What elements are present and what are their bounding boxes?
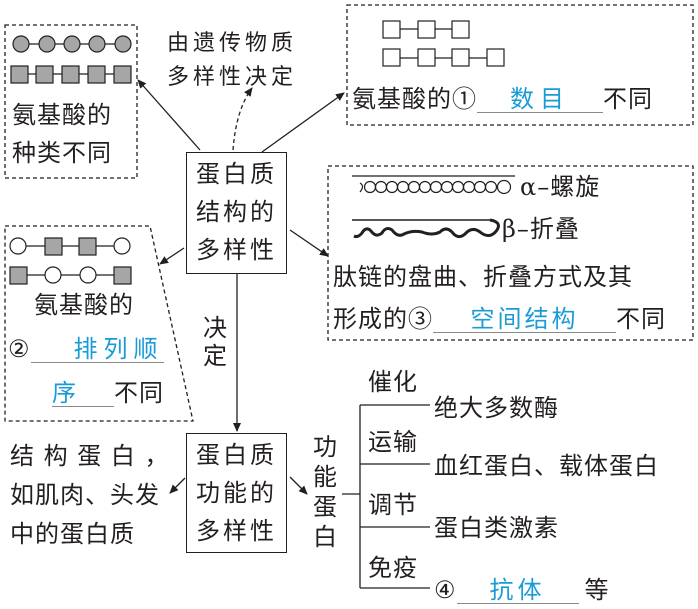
answer-2-part-1: 排列顺 (73, 335, 164, 363)
fp-char-4: 白 (313, 523, 337, 551)
function-example-regulation: 蛋白类激素 (434, 514, 559, 542)
structural-line-2: 如肌肉、头发 (10, 481, 160, 509)
decides-label: 决 定 (202, 314, 228, 370)
spatial-line-2: 形成的③ 空间结构 不同 (333, 304, 666, 334)
kind-line-1: 氨基酸的 (12, 101, 112, 129)
answer-1: 数目 (510, 85, 570, 113)
arrow-to-structural-protein (169, 477, 186, 494)
alpha-helix-label: α–螺旋 (520, 173, 601, 201)
arrow-to-number (261, 92, 345, 153)
arrow-to-order (159, 247, 185, 265)
function-name-transport: 运输 (368, 428, 418, 456)
decides-char-2: 定 (203, 342, 227, 370)
answer-blank-4: 抗体 (456, 576, 579, 604)
decides-char-1: 决 (203, 314, 227, 342)
kind-square-chain (10, 65, 132, 84)
function-line-3: 多样性 (196, 517, 277, 545)
genetic-note-line-1: 由遗传物质 (167, 31, 298, 56)
structure-line-3: 多样性 (196, 236, 277, 264)
arrow-to-kind (137, 79, 201, 151)
order-marker: ② (8, 335, 31, 363)
answer-blank-2a: 排列顺 (30, 335, 164, 363)
kind-line-2: 种类不同 (12, 139, 112, 167)
fp-char-1: 功 (313, 433, 337, 461)
number-chain-4 (382, 48, 505, 67)
number-box-text: 氨基酸的① 数目 不同 (352, 84, 653, 114)
arrow-to-spatial (289, 229, 329, 257)
arrow-genetic-dashed (232, 87, 253, 151)
function-name-immunity: 免疫 (368, 554, 418, 582)
order-suffix: 不同 (114, 379, 164, 407)
answer-4: 抗体 (489, 576, 546, 604)
answer-blank-2b: 序 (52, 380, 114, 407)
order-chain-2 (9, 266, 132, 285)
structure-line-1: 蛋白质 (196, 160, 277, 188)
function-line-2: 功能的 (196, 479, 277, 507)
function-name-catalysis: 催化 (368, 368, 418, 396)
immunity-marker: ④ (434, 576, 457, 604)
structural-line-3: 中的蛋白质 (10, 520, 135, 548)
answer-2-part-2: 序 (52, 379, 77, 407)
order-line-2: ② 排列顺 (8, 334, 164, 364)
structural-line-1: 结 构 蛋 白 ， (10, 442, 170, 470)
beta-sheet-label: β–折叠 (502, 215, 580, 243)
order-chain-1 (9, 237, 131, 256)
order-line-1: 氨基酸的 (34, 291, 134, 319)
number-chain-3 (382, 20, 470, 39)
immunity-suffix: 等 (584, 576, 610, 604)
order-line-3: 序 不同 (52, 378, 164, 408)
functional-protein-label: 功 能 蛋 白 (312, 432, 338, 552)
number-box-border (346, 4, 694, 126)
answer-blank-3: 空间结构 (433, 306, 616, 333)
number-suffix: 不同 (603, 85, 653, 113)
kind-box-border (4, 24, 138, 179)
fp-char-3: 蛋 (313, 493, 337, 521)
protein-function-diversity-box: 蛋白质 功能的 多样性 (186, 433, 287, 553)
function-name-regulation: 调节 (368, 491, 418, 519)
structural-protein-text: 结 构 蛋 白 ， 如肌肉、头发 中的蛋白质 (10, 437, 170, 554)
fp-char-2: 能 (313, 463, 337, 491)
kind-circle-chain (12, 35, 132, 53)
structure-line-2: 结构的 (196, 198, 277, 226)
spatial-suffix: 不同 (616, 305, 666, 333)
answer-3: 空间结构 (470, 305, 579, 333)
spatial-line-1: 肽链的盘曲、折叠方式及其 (333, 263, 633, 291)
number-prefix: 氨基酸的① (352, 85, 477, 113)
answer-blank-1: 数目 (477, 86, 603, 113)
kind-box-text: 氨基酸的 种类不同 (12, 96, 112, 172)
spatial-prefix: 形成的③ (333, 305, 433, 333)
function-example-transport: 血红蛋白、载体蛋白 (434, 452, 659, 480)
function-line-1: 蛋白质 (196, 441, 277, 469)
genetic-note-line-2: 多样性决定 (167, 65, 298, 90)
function-example-catalysis: 绝大多数酶 (434, 394, 559, 422)
order-box-border (4, 225, 194, 422)
function-example-immunity: ④ 抗体 等 (434, 575, 610, 605)
genetic-note: 由遗传物质 多样性决定 (167, 27, 297, 95)
alpha-helix-illustration (352, 175, 515, 195)
arrow-to-functional-protein (289, 476, 308, 495)
beta-sheet-illustration (352, 218, 500, 239)
protein-structure-diversity-box: 蛋白质 结构的 多样性 (186, 152, 287, 274)
